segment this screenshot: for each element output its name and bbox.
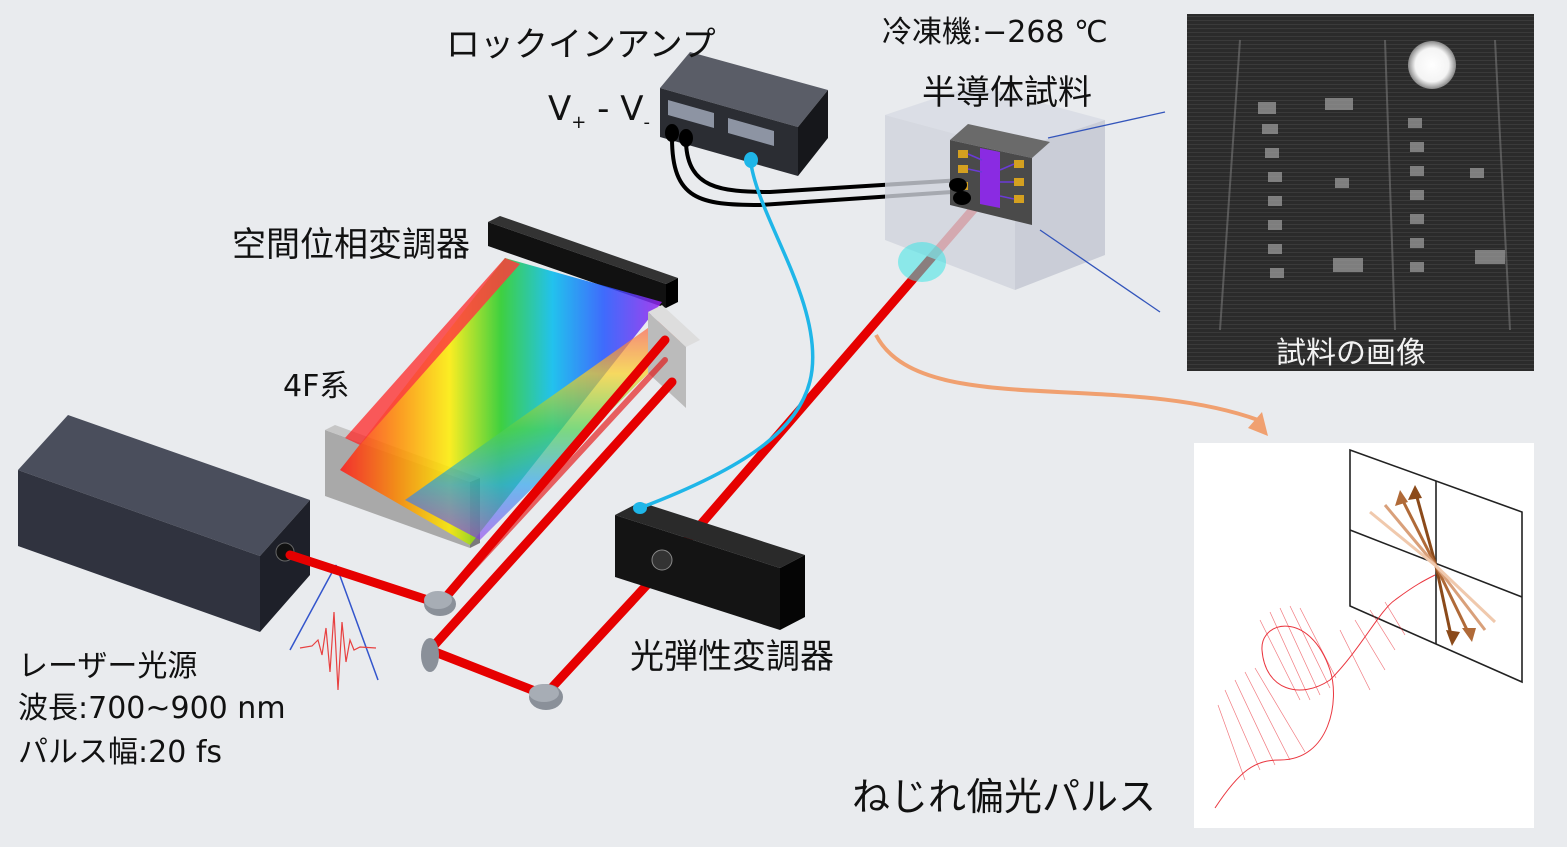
semiconductor-chip — [949, 124, 1050, 225]
minus-separator: - — [586, 89, 621, 129]
signal-cables — [633, 137, 963, 514]
laser-source-box — [18, 415, 310, 632]
wavelength-label: 波長:700~900 nm — [18, 691, 286, 726]
voltage-difference-label: V+ - V- — [548, 92, 650, 132]
lockin-amplifier — [660, 52, 828, 176]
polarization-arrows — [1369, 485, 1497, 646]
pulse-hatching — [1217, 601, 1406, 781]
mirror-2 — [421, 638, 439, 672]
plus-subscript: + — [571, 111, 587, 133]
mirror-3 — [529, 684, 563, 710]
v-minus: V — [620, 89, 644, 129]
four-f-system-label: 4F系 — [283, 369, 350, 404]
laser-source-label: レーザー光源 — [18, 649, 198, 684]
spatial-light-modulator — [488, 216, 678, 308]
cryostat-label: 冷凍機:−268 ℃ — [882, 15, 1108, 50]
lockin-amp-label: ロックインアンプ — [446, 25, 716, 65]
semiconductor-sample-label: 半導体試料 — [922, 73, 1092, 113]
spatial-light-modulator-label: 空間位相変調器 — [232, 225, 470, 265]
twisted-pulse-curve — [1214, 574, 1436, 809]
orange-arrow — [874, 334, 1268, 436]
twisted-pulse-label: ねじれ偏光パルス — [852, 775, 1157, 819]
minus-subscript: - — [643, 111, 651, 133]
photoelastic-modulator-label: 光弾性変調器 — [630, 637, 834, 677]
pulse-waveform-icon — [289, 564, 379, 691]
sample-image-caption: 試料の画像 — [1276, 336, 1426, 371]
pulse-width-label: パルス幅:20 fs — [18, 735, 223, 770]
dispersed-spectrum — [340, 258, 690, 545]
polarization-plot-panel — [1194, 443, 1534, 828]
photoelastic-modulator-box — [615, 502, 805, 630]
laser-beams — [285, 185, 995, 700]
zoom-lines — [1039, 111, 1166, 313]
mirror-1 — [424, 591, 456, 616]
sample-image-panel — [1187, 14, 1534, 371]
v-plus: V — [548, 89, 572, 129]
